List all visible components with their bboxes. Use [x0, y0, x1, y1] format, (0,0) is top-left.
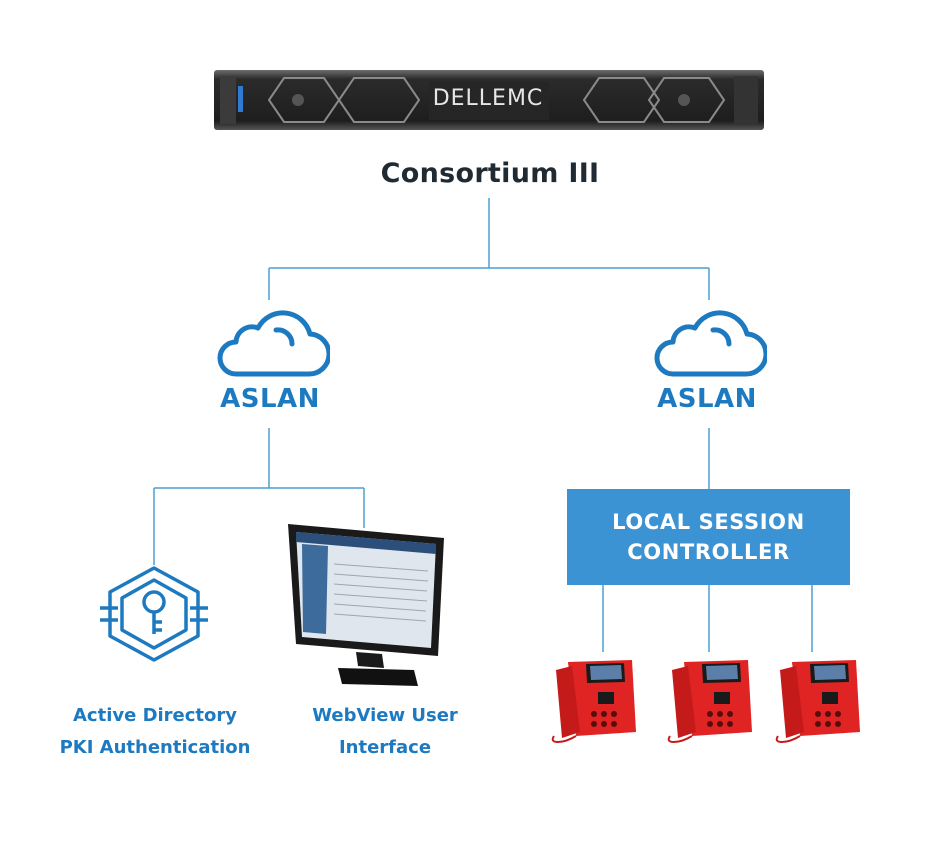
controller-line1: LOCAL SESSION	[612, 510, 805, 534]
webview-line2: Interface	[338, 737, 432, 758]
server-name: Consortium III	[380, 158, 600, 189]
webview-caption: WebView User Interface	[290, 700, 480, 764]
desk-phone-icon	[775, 660, 860, 744]
desk-phone-icon	[667, 660, 752, 744]
active-directory-caption: Active Directory PKI Authentication	[40, 700, 270, 764]
network-label-right: ASLAN	[657, 384, 757, 414]
active-directory-line2: PKI Authentication	[59, 737, 251, 758]
active-directory-line1: Active Directory	[72, 705, 238, 726]
server-brand-logo: DELLEMC	[432, 86, 544, 111]
desk-phone-icon	[551, 660, 636, 744]
local-session-controller-box: LOCAL SESSION CONTROLLER	[567, 489, 850, 585]
cloud-icon	[217, 310, 330, 377]
controller-line2: CONTROLLER	[627, 540, 790, 564]
webview-line1: WebView User	[312, 705, 458, 726]
monitor-icon	[288, 524, 444, 686]
network-label-left: ASLAN	[220, 384, 320, 414]
cloud-icon	[654, 310, 767, 377]
key-hexagon-icon	[100, 566, 208, 662]
server-rack-icon	[214, 70, 764, 130]
